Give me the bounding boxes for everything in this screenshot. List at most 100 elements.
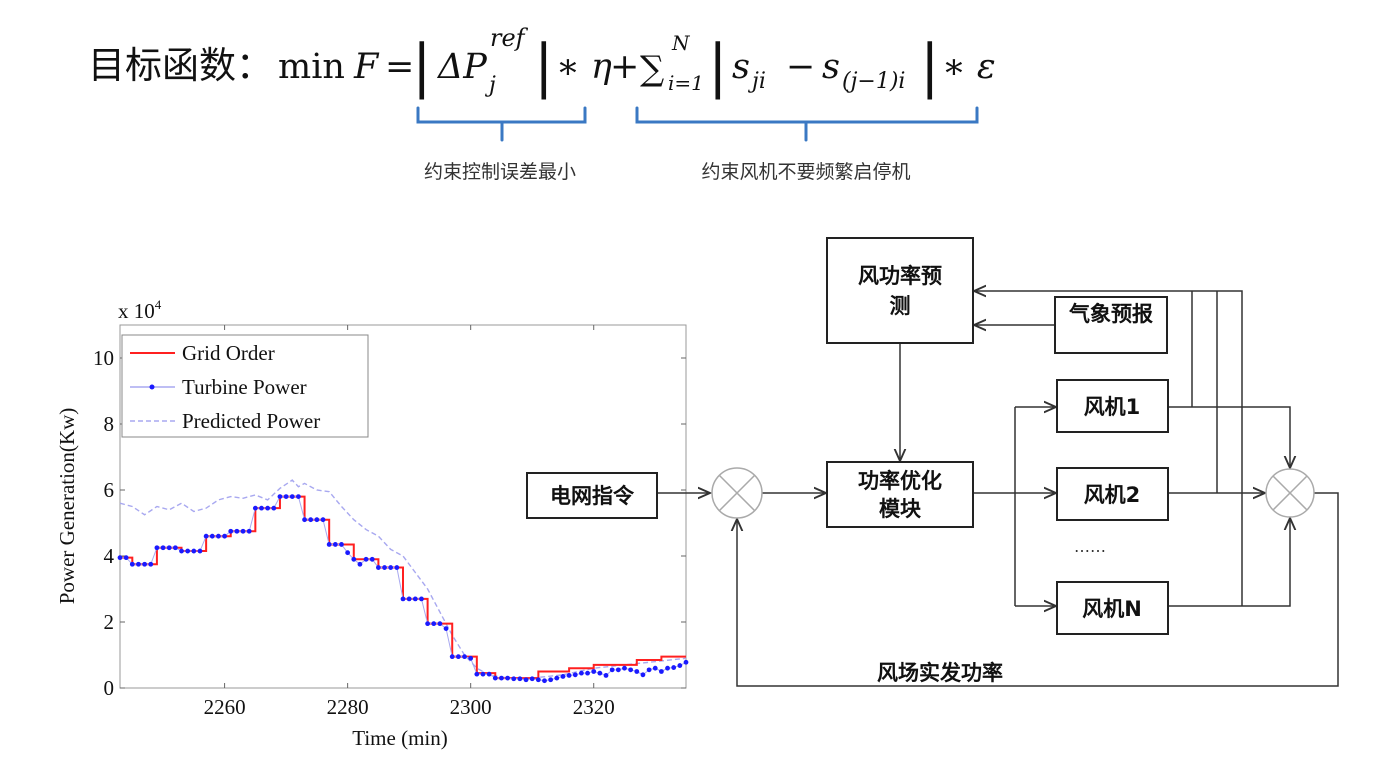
turbine1-label: 风机1 [1084,395,1141,419]
turbine-power-point [203,533,209,539]
turbine-power-point [455,654,461,660]
y-tick-label: 2 [104,610,115,634]
formula-min: min [278,47,345,87]
x-tick-label: 2320 [573,695,615,719]
brace-term2 [635,106,979,142]
formula-s1-sub: ji [747,69,766,94]
legend-grid-order: Grid Order [182,341,275,365]
turbineN-label: 风机N [1082,597,1142,621]
turbine-power-point [142,561,148,567]
annotation-term2: 约束风机不要频繁启停机 [701,161,910,183]
turbine-power-point [271,505,277,511]
turbine-power-point [535,677,541,683]
formula-abs-bar: | [920,32,940,100]
turbine-power-point [209,533,215,539]
y-tick-label: 0 [104,676,115,700]
turbine-power-point [628,667,634,673]
x-tick-label: 2300 [450,695,492,719]
turbine-power-point [191,548,197,554]
turbine-power-point [228,528,234,534]
turbine-power-point [462,654,467,660]
turbine-power-point [523,677,529,683]
formula-sum: ∑ [640,49,664,89]
turbine-power-point [320,517,326,523]
turbine-power-point [437,621,443,627]
grid-order-label: 电网指令 [550,484,635,508]
turbine-power-point [517,676,523,682]
turbine-power-point [671,665,677,670]
turbine-power-point [443,626,449,631]
formula-sum-upper: N [671,31,691,55]
turbine-power-point [277,494,283,499]
turbine-power-point [326,542,332,547]
turbine-power-point [529,676,535,682]
turbine-power-point [185,548,191,554]
formula-abs-bar: | [412,32,432,100]
legend: Grid Order Turbine Power Predicted Power [121,334,369,438]
turbine-power-point [388,565,394,570]
turbine-power-point [658,669,664,674]
formula-f: F [353,47,380,87]
objective-formula: 目标函数： min F = | ΔP j ref | ∗ η + ∑ N i=1… [88,24,996,100]
x-tick-label: 2260 [204,695,246,719]
formula-abs-bar: | [534,32,554,100]
y-tick-label: 8 [104,412,115,436]
turbine-power-point [283,494,289,499]
turbine-power-point [265,505,271,511]
formula-plus: + [610,47,639,87]
formula-label: 目标函数： [88,44,273,87]
turbine-power-point [425,621,431,627]
turbine-power-point [468,655,474,661]
formula-sup-ref: ref [490,24,529,52]
formula-times-eps: ∗ ε [942,47,996,87]
turbine-power-point [160,545,166,551]
turbine-power-point [394,565,400,570]
turbine-power-point [609,667,615,673]
turbine-power-point [597,670,603,676]
turbine-power-point [603,673,609,678]
turbine-power-point [136,561,141,567]
turbine-power-point [412,596,418,602]
formula-s1: s [732,47,750,87]
sum-junction-1 [711,467,763,519]
turbine-power-point [554,675,560,681]
formula-abs-bar: | [708,32,728,100]
arrow-feedback-loop [737,492,1339,687]
annotation-term1: 约束控制误差最小 [424,161,576,183]
turbine-power-point [129,561,135,567]
wind-forecast-label: 风功率预测 [858,264,942,318]
turbine-power-point [382,565,387,570]
y-tick-label: 4 [104,544,115,568]
formula-minus: − [786,47,815,87]
turbine-power-point [252,505,258,511]
turbine-power-point [289,494,295,499]
turbine-power-point [148,561,154,567]
turbine-power-point [345,550,351,556]
turbine-power-point [572,672,578,678]
wind-forecast-box [826,237,974,344]
turbine2-box [1056,467,1169,521]
weather-forecast-label: 气象预报 [1068,302,1153,326]
formula-delta-p: ΔP [436,47,488,87]
turbine-power-point [246,528,252,534]
formula-s2-sub: (j−1)i [842,69,905,94]
turbine-power-point [240,528,246,534]
turbine-power-point [652,665,658,671]
turbine-power-point [222,533,227,539]
turbine-power-point [591,669,597,674]
turbine-power-point [197,548,203,554]
turbine-power-point [615,667,621,673]
turbine-power-point [179,548,184,554]
turbine-power-point [548,677,554,683]
y-axis-label: Power Generation(Kw) [55,408,79,605]
turbine-power-point [166,545,172,551]
turbine-power-point [480,671,486,677]
brace-term1 [416,106,587,142]
optimizer-box [826,461,974,528]
turbine-power-point [677,663,683,668]
optimizer-label: 功率优化模块 [858,469,942,521]
turbine-power-point [406,596,412,602]
formula-s2: s [822,47,840,87]
turbine-power-point [542,678,547,684]
